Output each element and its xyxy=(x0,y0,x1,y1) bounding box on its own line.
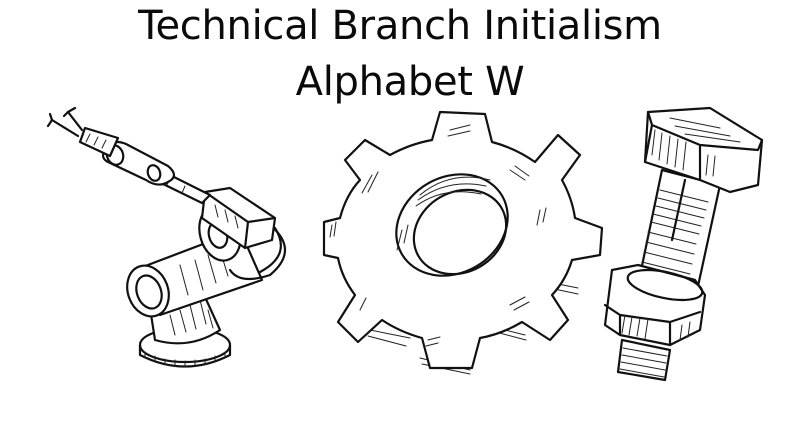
robot-arm-icon xyxy=(46,106,286,368)
gear-icon xyxy=(322,110,604,375)
title-line-1: Technical Branch Initialism xyxy=(138,3,662,49)
bolt-and-nut-icon xyxy=(603,106,764,382)
title-line-2: Alphabet W xyxy=(295,59,525,105)
